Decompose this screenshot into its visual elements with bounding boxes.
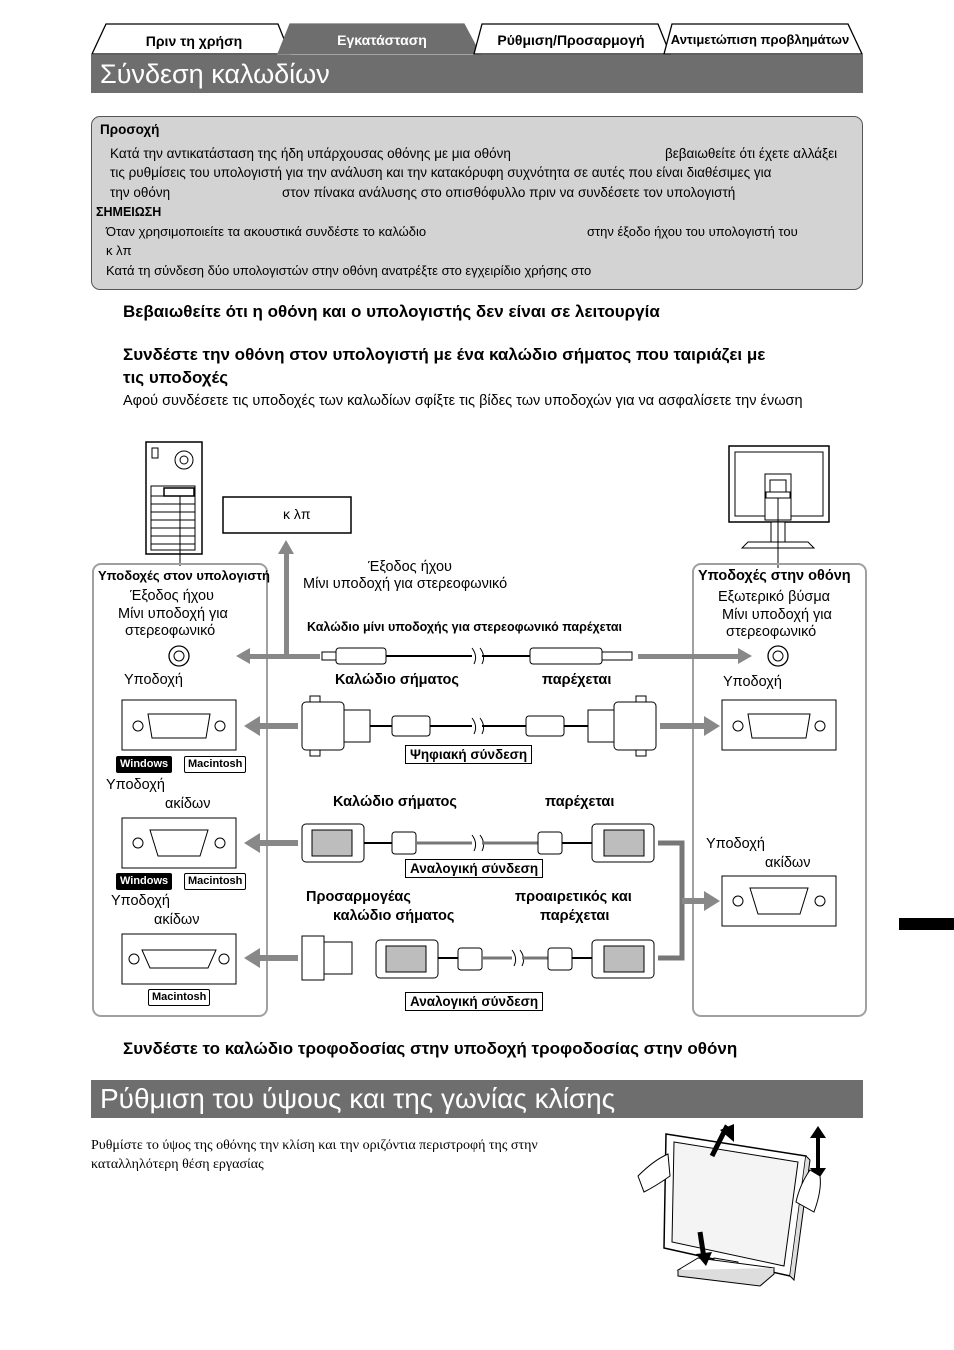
caution-heading: Προσοχή [100,122,160,137]
pc-tower-illustration [145,441,203,566]
note-line: κ λπ [106,243,132,258]
adapter-optional-label: παρέχεται [540,908,610,924]
section-title-height-tilt: Ρύθμιση του ύψους και της γωνίας κλίσης [91,1080,863,1118]
adapter-label: καλώδιο σήματος [333,908,455,924]
tab-settings[interactable]: Ρύθμιση/Προσαρμογή [497,32,645,48]
left-dvi-port-label: Υποδοχή [124,672,183,688]
windows-badge: Windows [116,873,173,890]
note-line: Κατά τη σύνδεση δύο υπολογιστών στην οθό… [106,263,592,278]
vga-cable-provided-label: παρέχεται [545,794,615,810]
right-panel [692,563,867,1017]
left-audio-label: Έξοδος ήχου [130,588,214,604]
audio-cable-label: Καλώδιο μίνι υποδοχής για στερεοφωνικό π… [307,620,622,634]
dvi-cable-label: Καλώδιο σήματος [335,672,459,688]
audio-cable-illustration [321,647,633,665]
audio-device-label: κ λπ [283,506,311,522]
macintosh-badge: Macintosh [184,756,247,773]
adapter-cable-illustration [301,935,655,981]
left-panel [92,563,268,1017]
left-audio-label: στερεοφωνικό [125,623,216,639]
audio-out-label: Μίνι υποδοχή για στερεοφωνικό [303,576,508,592]
right-audio-label: στερεοφωνικό [726,624,817,640]
page-edge-tab [899,918,954,930]
note-heading: ΣΗΜΕΙΩΣΗ [96,205,162,219]
audio-jack-icons [168,645,789,667]
adapter-optional-label: προαιρετικός και [515,889,632,905]
connection-diagram [92,441,954,1017]
macintosh-badge: Macintosh [184,873,247,890]
step-2-description: Αφού συνδέσετε τις υποδοχές των καλωδίων… [123,393,803,409]
note-line: στην έξοδο ήχου του υπολογιστή του [587,224,798,239]
tab-troubleshooting[interactable]: Αντιμετώπιση προβλημάτων [670,32,850,47]
left-vga-port-label: Υποδοχή [106,777,165,793]
port-illustrations [121,699,837,985]
caution-line: Κατά την αντικατάσταση της ήδη υπάρχουσα… [110,146,511,161]
right-audio-label: Μίνι υποδοχή για [722,607,832,623]
caution-line: στον πίνακα ανάλυσης στο οπισθόφυλλο πρι… [282,185,736,200]
note-line: Όταν χρησιμοποιείτε τα ακουστικά συνδέστ… [106,224,427,239]
analog-connection-label: Αναλογική σύνδεση [405,859,544,878]
right-audio-label: Εξωτερικό βύσμα [718,589,831,605]
left-mac-port-label: Υποδοχή [111,893,170,909]
right-vga-port-label: Υποδοχή [706,836,765,852]
macintosh-badge: Macintosh [148,989,211,1006]
caution-line: βεβαιωθείτε ότι έχετε αλλάξει [665,146,838,161]
right-vga-port-label: ακίδων [765,855,811,871]
height-tilt-description: καταλληλότερη θέση εργασίας [91,1157,264,1172]
audio-out-label: Έξοδος ήχου [368,559,452,575]
left-panel-title: Υποδοχές στον υπολογιστή [98,568,270,583]
vga-cable-illustration [301,823,655,863]
tab-before-use[interactable]: Πριν τη χρήση [145,33,243,49]
step-2-line-2: τις υποδοχές [123,368,229,387]
step-2-line-1: Συνδέστε την οθόνη στον υπολογιστή με έν… [123,345,766,364]
step-1: Βεβαιωθείτε ότι η οθόνη και ο υπολογιστή… [123,302,660,321]
left-vga-port-label: ακίδων [165,796,211,812]
tab-installation[interactable]: Εγκατάσταση [337,32,427,48]
dvi-cable-illustration [301,695,657,757]
caution-line: την οθόνη [110,185,171,200]
windows-badge: Windows [116,756,173,773]
step-3: Συνδέστε το καλώδιο τροφοδοσίας στην υπο… [123,1039,738,1058]
digital-connection-label: Ψηφιακή σύνδεση [405,745,533,764]
left-mac-port-label: ακίδων [154,912,200,928]
monitor-back-illustration [728,445,830,568]
section-title-cable-connection: Σύνδεση καλωδίων [91,55,863,93]
connection-arrows [236,540,752,968]
dvi-cable-provided-label: παρέχεται [542,672,612,688]
adapter-label: Προσαρμογέας [306,889,411,905]
audio-device-box [222,496,352,534]
analog-connection-label: Αναλογική σύνδεση [405,992,544,1011]
vga-cable-label: Καλώδιο σήματος [333,794,457,810]
left-audio-label: Μίνι υποδοχή για [118,606,228,622]
right-panel-title: Υποδοχές στην οθόνη [698,568,851,584]
right-dvi-port-label: Υποδοχή [723,674,782,690]
tab-shapes [90,23,864,55]
monitor-adjust-illustration [637,1124,826,1287]
caution-note-box: Προσοχή Κατά την αντικατάσταση της ήδη υ… [91,116,863,290]
caution-line: τις ρυθμίσεις του υπολογιστή για την ανά… [110,165,772,180]
height-tilt-description: Ρυθμίστε το ύψος της οθόνης την κλίση κα… [91,1138,538,1153]
